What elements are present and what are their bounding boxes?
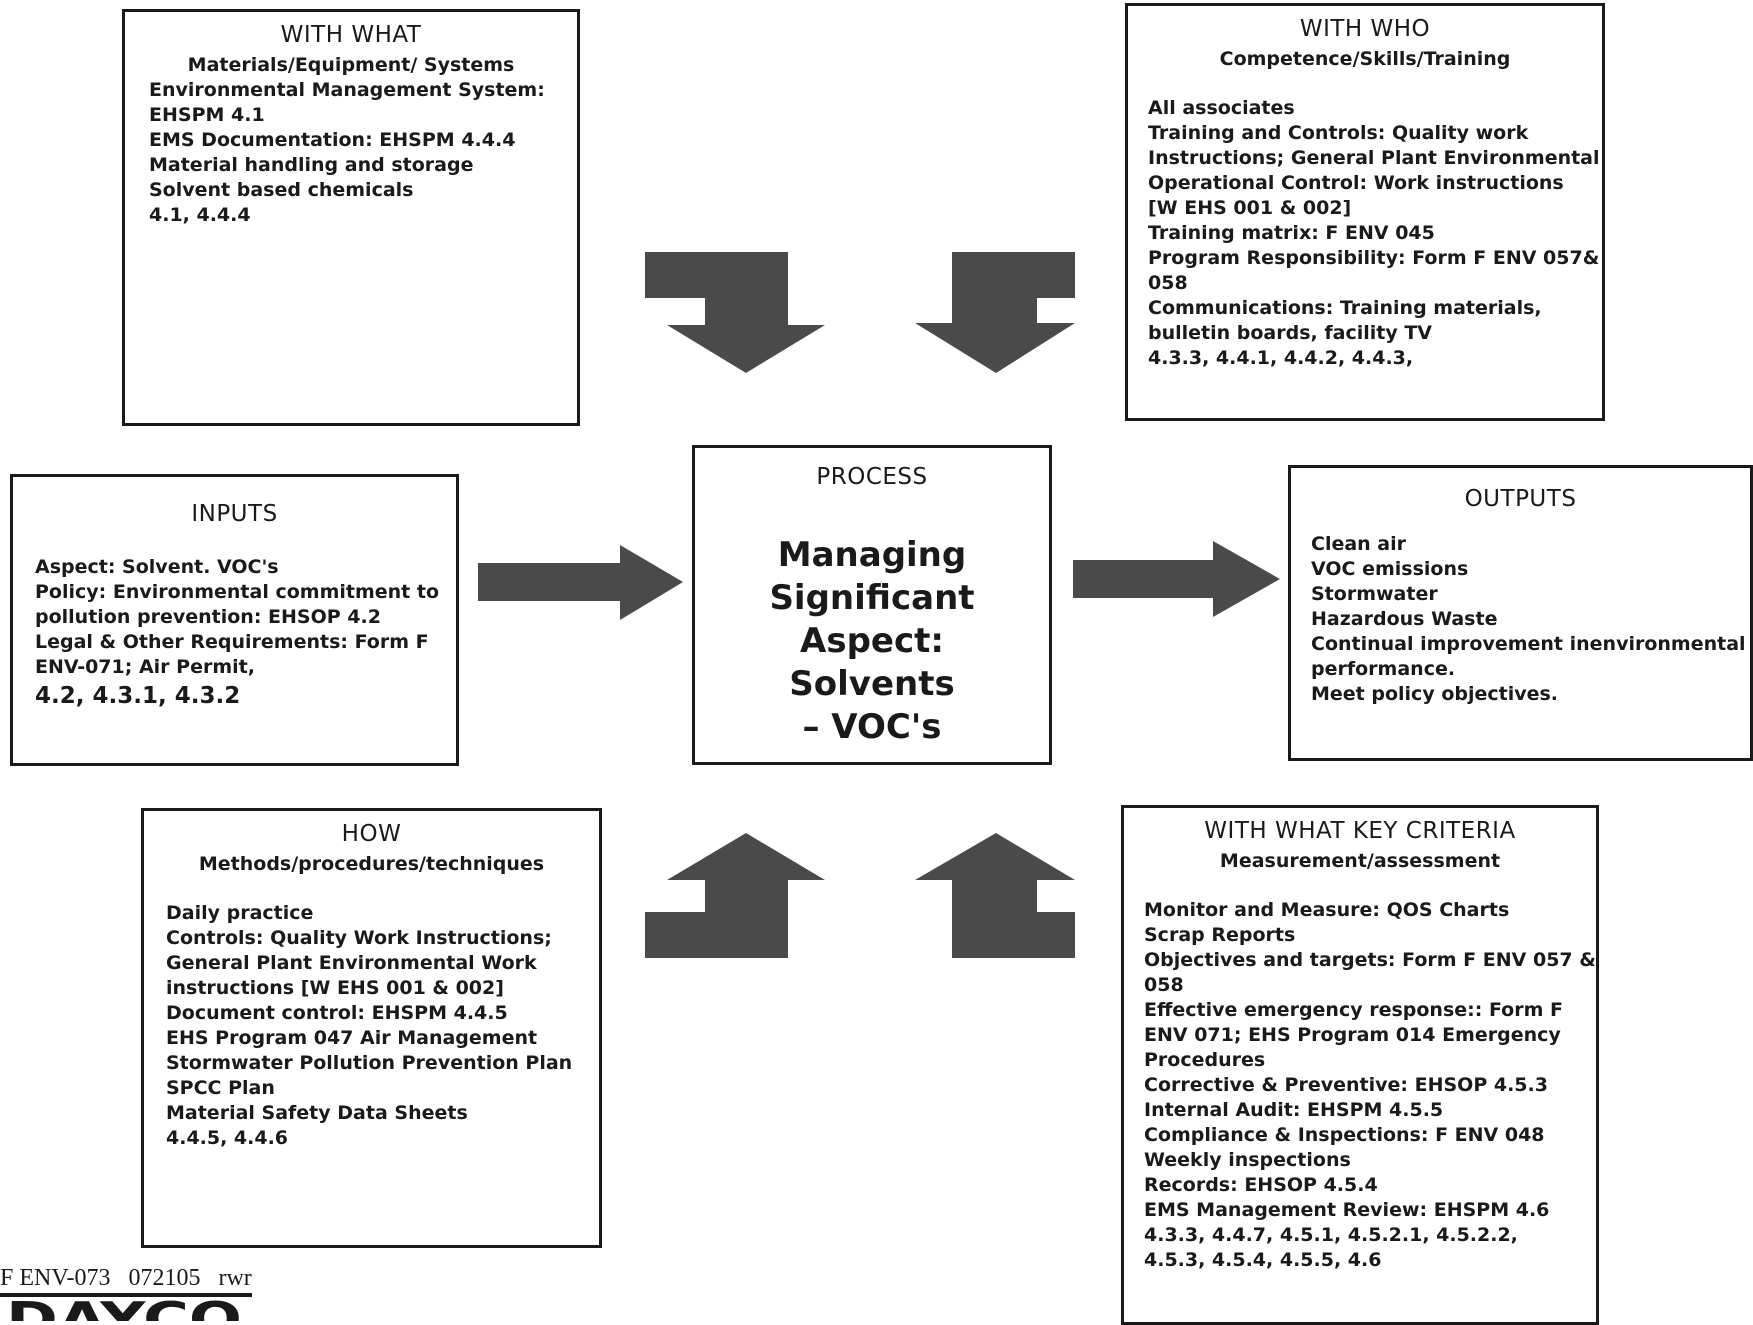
with-who-line: All associates bbox=[1148, 97, 1295, 119]
process-body-line: Aspect: Solvents bbox=[789, 621, 955, 704]
key-criteria-box: WITH WHAT KEY CRITERIA Measurement/asses… bbox=[1121, 805, 1599, 1325]
bent-arrow-down-left-icon bbox=[915, 252, 1075, 373]
how-line: EHS Program 047 Air Management bbox=[166, 1027, 538, 1049]
inputs-line: Legal & Other Requirements: Form F bbox=[35, 631, 429, 653]
with-who-box: WITH WHO Competence/Skills/Training All … bbox=[1125, 3, 1605, 421]
key-criteria-line: Corrective & Preventive: EHSOP 4.5.3 bbox=[1144, 1074, 1548, 1096]
outputs-line: Continual improvement inenvironmental bbox=[1311, 633, 1746, 655]
how-line: Document control: EHSPM 4.4.5 bbox=[166, 1002, 508, 1024]
outputs-line: performance. bbox=[1311, 658, 1456, 680]
with-what-line: EMS Documentation: EHSPM 4.4.4 bbox=[149, 129, 516, 151]
how-line: Controls: Quality Work Instructions; bbox=[166, 927, 552, 949]
with-what-box: WITH WHAT Materials/Equipment/ Systems E… bbox=[122, 9, 580, 426]
dayco-logo: DAYCO bbox=[0, 1292, 252, 1321]
bent-arrow-down-right-icon bbox=[645, 252, 825, 373]
process-body-line: Significant bbox=[769, 578, 975, 618]
process-body: Managing Significant Aspect: Solvents – … bbox=[715, 534, 1029, 749]
with-who-line: Instructions; General Plant Environmenta… bbox=[1148, 147, 1600, 169]
outputs-line: Meet policy objectives. bbox=[1311, 683, 1559, 705]
key-criteria-line: 058 bbox=[1144, 974, 1184, 996]
key-criteria-line: EMS Management Review: EHSPM 4.6 bbox=[1144, 1199, 1550, 1221]
with-what-line: EHSPM 4.1 bbox=[149, 104, 265, 126]
with-who-line: Communications: Training materials, bbox=[1148, 297, 1542, 319]
with-what-line: 4.1, 4.4.4 bbox=[149, 204, 251, 226]
inputs-line: Policy: Environmental commitment to bbox=[35, 581, 440, 603]
key-criteria-line: Internal Audit: EHSPM 4.5.5 bbox=[1144, 1099, 1444, 1121]
arrow-right-inputs-icon bbox=[478, 545, 683, 620]
how-subtitle: Methods/procedures/techniques bbox=[198, 853, 545, 875]
how-line: instructions [W EHS 001 & 002] bbox=[166, 977, 504, 999]
inputs-line: ENV-071; Air Permit, bbox=[35, 656, 255, 678]
inputs-box: INPUTS Aspect: Solvent. VOC's Policy: En… bbox=[10, 474, 459, 766]
key-criteria-line: Monitor and Measure: QOS Charts bbox=[1144, 899, 1510, 921]
inputs-refs: 4.2, 4.3.1, 4.3.2 bbox=[35, 683, 241, 709]
key-criteria-line: Weekly inspections bbox=[1144, 1149, 1351, 1171]
inputs-title: INPUTS bbox=[191, 501, 278, 527]
outputs-line: Stormwater bbox=[1311, 583, 1438, 605]
how-line: 4.4.5, 4.4.6 bbox=[166, 1127, 289, 1149]
how-line: Daily practice bbox=[166, 902, 314, 924]
key-criteria-lines: Monitor and Measure: QOS Charts Scrap Re… bbox=[1144, 898, 1596, 1273]
how-line: Material Safety Data Sheets bbox=[166, 1102, 468, 1124]
form-code: F ENV-073 072105 rwr bbox=[0, 1265, 252, 1291]
how-line: SPCC Plan bbox=[166, 1077, 275, 1099]
how-line: General Plant Environmental Work bbox=[166, 952, 537, 974]
process-body-line: Managing bbox=[777, 535, 967, 575]
process-body-line: – VOC's bbox=[802, 707, 942, 747]
outputs-line: Hazardous Waste bbox=[1311, 608, 1498, 630]
with-who-line: bulletin boards, facility TV bbox=[1148, 322, 1432, 344]
inputs-line: pollution prevention: EHSOP 4.2 bbox=[35, 606, 381, 628]
with-what-title: WITH WHAT bbox=[280, 22, 422, 48]
with-what-lines: Environmental Management System: EHSPM 4… bbox=[149, 78, 557, 228]
with-what-line: Material handling and storage bbox=[149, 154, 474, 176]
outputs-box: OUTPUTS Clean air VOC emissions Stormwat… bbox=[1288, 465, 1753, 761]
how-line: Stormwater Pollution Prevention Plan bbox=[166, 1052, 573, 1074]
process-title: PROCESS bbox=[816, 464, 928, 490]
key-criteria-line: 4.3.3, 4.4.7, 4.5.1, 4.5.2.1, 4.5.2.2, bbox=[1144, 1224, 1518, 1246]
bent-arrow-up-left-icon bbox=[915, 833, 1075, 958]
with-what-line: Solvent based chemicals bbox=[149, 179, 414, 201]
with-who-line: 4.3.3, 4.4.1, 4.4.2, 4.4.3, bbox=[1148, 347, 1414, 369]
with-who-line: Operational Control: Work instructions bbox=[1148, 172, 1564, 194]
dayco-logo-text: DAYCO bbox=[6, 1292, 242, 1321]
how-title: HOW bbox=[341, 821, 402, 847]
with-who-line: Training and Controls: Quality work bbox=[1148, 122, 1529, 144]
outputs-lines: Clean air VOC emissions Stormwater Hazar… bbox=[1311, 532, 1746, 707]
how-box: HOW Methods/procedures/techniques Daily … bbox=[141, 808, 602, 1248]
inputs-line: Aspect: Solvent. VOC's bbox=[35, 556, 279, 578]
inputs-lines: Aspect: Solvent. VOC's Policy: Environme… bbox=[35, 555, 440, 712]
key-criteria-line: Records: EHSOP 4.5.4 bbox=[1144, 1174, 1378, 1196]
key-criteria-line: 4.5.3, 4.5.4, 4.5.5, 4.6 bbox=[1144, 1249, 1382, 1271]
with-who-line: Program Responsibility: Form F ENV 057& bbox=[1148, 247, 1600, 269]
key-criteria-title: WITH WHAT KEY CRITERIA bbox=[1204, 818, 1516, 844]
key-criteria-line: Effective emergency response:: Form F bbox=[1144, 999, 1563, 1021]
outputs-title: OUTPUTS bbox=[1464, 486, 1577, 512]
with-who-subtitle: Competence/Skills/Training bbox=[1219, 48, 1511, 70]
with-who-line: Training matrix: F ENV 045 bbox=[1148, 222, 1435, 244]
with-what-subtitle: Materials/Equipment/ Systems bbox=[187, 54, 515, 76]
with-who-title: WITH WHO bbox=[1299, 16, 1431, 42]
with-what-line: Environmental Management System: bbox=[149, 79, 545, 101]
outputs-line: Clean air bbox=[1311, 533, 1407, 555]
bent-arrow-up-right-icon bbox=[645, 833, 825, 958]
key-criteria-line: Procedures bbox=[1144, 1049, 1266, 1071]
process-box: PROCESS Managing Significant Aspect: Sol… bbox=[692, 445, 1052, 765]
key-criteria-line: Scrap Reports bbox=[1144, 924, 1296, 946]
key-criteria-line: Compliance & Inspections: F ENV 048 bbox=[1144, 1124, 1545, 1146]
key-criteria-subtitle: Measurement/assessment bbox=[1219, 850, 1501, 872]
with-who-line: [W EHS 001 & 002] bbox=[1148, 197, 1352, 219]
with-who-line: 058 bbox=[1148, 272, 1188, 294]
outputs-line: VOC emissions bbox=[1311, 558, 1469, 580]
arrow-right-outputs-icon bbox=[1073, 541, 1280, 617]
key-criteria-line: Objectives and targets: Form F ENV 057 & bbox=[1144, 949, 1596, 971]
with-who-lines: All associates Training and Controls: Qu… bbox=[1148, 96, 1600, 371]
key-criteria-line: ENV 071; EHS Program 014 Emergency bbox=[1144, 1024, 1561, 1046]
how-lines: Daily practice Controls: Quality Work In… bbox=[166, 901, 579, 1151]
